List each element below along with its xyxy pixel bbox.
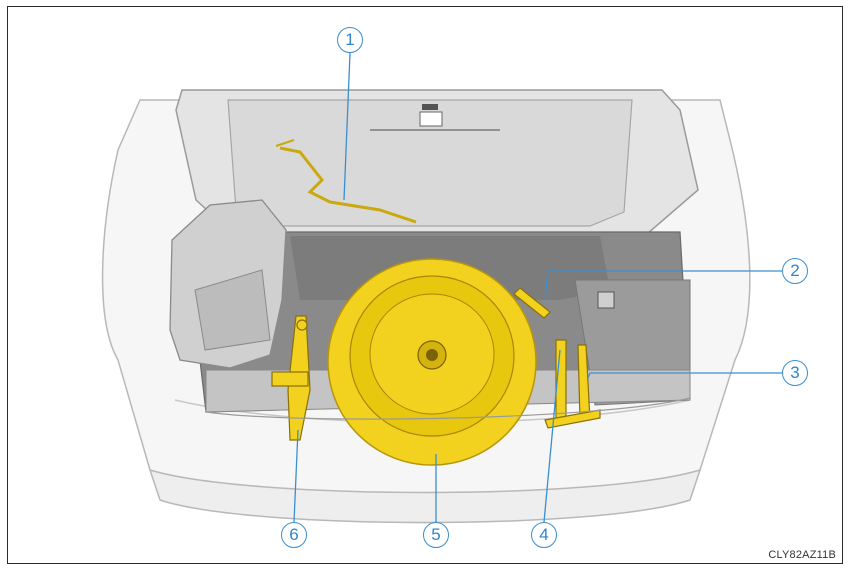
callout-1: 1: [337, 27, 363, 53]
jack-handle: [275, 139, 417, 224]
wheel-nut-wrench: [513, 287, 551, 319]
callout-3: 3: [782, 360, 808, 386]
callout-6: 6: [281, 522, 307, 548]
callout-5: 5: [423, 522, 449, 548]
spare-tire: [327, 258, 537, 466]
image-code: CLY82AZ11B: [768, 549, 836, 561]
side-cover: [169, 199, 287, 369]
rear-bumper-edge: [205, 397, 691, 420]
jack: [271, 315, 311, 441]
leader-lines: [293, 52, 782, 523]
callout-4: 4: [531, 522, 557, 548]
callout-2: 2: [782, 258, 808, 284]
trunk-lid: [175, 89, 699, 241]
